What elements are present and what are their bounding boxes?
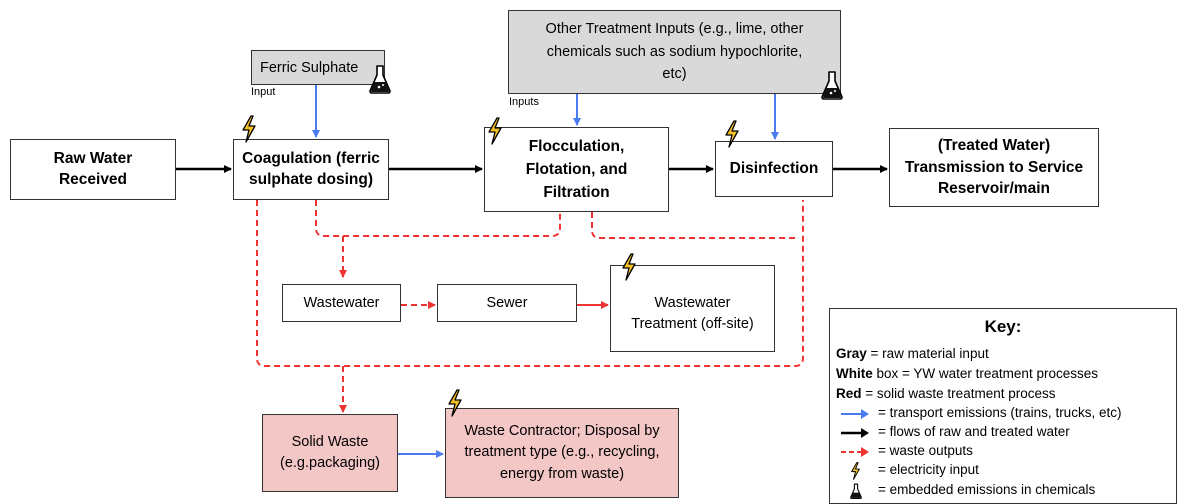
legend-white-bold: White <box>836 366 873 381</box>
other-inputs-box: Other Treatment Inputs (e.g., lime, othe… <box>508 10 841 94</box>
lightning-bolt-icon <box>488 117 502 145</box>
input-label: Input <box>251 86 276 98</box>
red-dashed-arrow-icon <box>841 447 869 457</box>
legend-white-text: box = YW water treatment processes <box>872 366 1098 381</box>
legend-red: Red = solid waste treatment process <box>836 386 1055 401</box>
legend-red-arrow: = waste outputs <box>878 443 973 458</box>
coagulation-box: Coagulation (ferric sulphate dosing) <box>233 139 389 200</box>
lightning-bolt-icon <box>242 115 256 143</box>
waste-path-upper <box>315 200 561 237</box>
raw-water-box: Raw Water Received <box>10 139 176 200</box>
legend-gray-bold: Gray <box>836 346 867 361</box>
disinfection-box: Disinfection <box>715 141 833 197</box>
sewer-box: Sewer <box>437 284 577 322</box>
legend-red-text: = solid waste treatment process <box>861 386 1056 401</box>
legend-blue-arrow: = transport emissions (trains, trucks, e… <box>878 405 1122 420</box>
legend-key: Key: Gray = raw material input White box… <box>829 308 1177 504</box>
inputs-label: Inputs <box>509 96 539 108</box>
legend-black-arrow: = flows of raw and treated water <box>878 424 1070 439</box>
lightning-bolt-icon <box>725 120 739 148</box>
ferric-sulphate-box: Ferric Sulphate <box>251 50 385 85</box>
wastewater-treatment-box: Wastewater Treatment (off-site) <box>610 265 775 352</box>
blue-arrow-icon <box>841 409 869 419</box>
flask-icon <box>821 71 843 100</box>
solid-waste-box: Solid Waste (e.g.packaging) <box>262 414 398 492</box>
waste-path-lower <box>256 200 804 367</box>
legend-white: White box = YW water treatment processes <box>836 366 1098 381</box>
legend-title: Key: <box>984 317 1022 336</box>
legend-red-bold: Red <box>836 386 862 401</box>
flask-icon <box>369 65 391 94</box>
waste-contractor-box: Waste Contractor; Disposal by treatment … <box>445 408 679 498</box>
wastewater-box: Wastewater <box>282 284 401 322</box>
lightning-bolt-icon <box>622 253 636 281</box>
lightning-bolt-icon <box>851 462 860 480</box>
flask-icon <box>850 483 862 499</box>
lightning-bolt-icon <box>448 389 462 417</box>
black-arrow-icon <box>841 428 869 438</box>
treated-water-box: (Treated Water) Transmission to Service … <box>889 128 1099 207</box>
waste-path-filtration-loop <box>591 212 795 239</box>
flocculation-box: Flocculation, Flotation, and Filtration <box>484 127 669 212</box>
legend-gray-text: = raw material input <box>866 346 989 361</box>
legend-electricity: = electricity input <box>878 462 979 477</box>
legend-gray: Gray = raw material input <box>836 346 989 361</box>
legend-flask: = embedded emissions in chemicals <box>878 482 1096 497</box>
